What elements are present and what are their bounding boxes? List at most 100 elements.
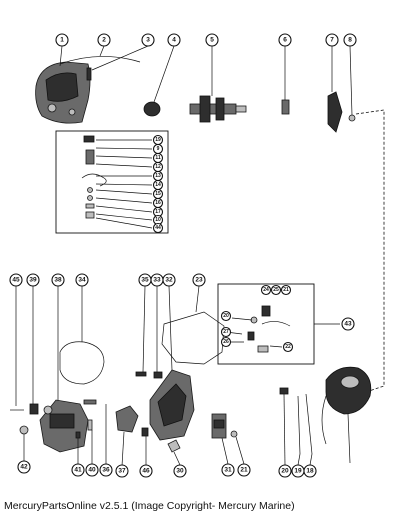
callout-number: 45 [12,277,20,284]
callout-32: 32 [162,273,176,287]
callout-number: 1 [60,37,64,44]
callout-number: 33 [153,277,161,284]
callout-23: 23 [192,273,206,287]
callout-1: 1 [55,33,69,47]
part-40-link [83,399,97,405]
part-19-wire [305,393,313,455]
callout-19: 19 [152,134,164,146]
callout-16: 16 [152,197,164,209]
callout-30: 30 [173,464,187,478]
parts-detail-box [55,130,169,234]
part-6-bushing [281,99,290,115]
callout-8: 8 [343,33,357,47]
part-4-bearing [143,101,161,117]
callout-number: 4 [172,37,176,44]
detail-box-parts [81,135,107,219]
part-8-screw [348,114,356,122]
part-20-wire [297,395,301,455]
callout-number: 31 [224,467,232,474]
callout-number: 19 [155,137,161,143]
part-21-grommet [279,387,289,395]
callout-number: 7 [330,37,334,44]
part-36-pump [115,405,139,433]
callout-46: 46 [139,464,153,478]
part-42-pin [75,431,81,439]
callout-number: 27 [223,329,229,335]
part-5-crankshaft [189,95,247,123]
part-41-spring [87,419,93,431]
callout-number: 46 [142,468,150,475]
callout-40: 40 [85,463,99,477]
callout-15: 15 [152,188,164,200]
callout-number: 40 [88,467,96,474]
detail-box-22-parts [225,305,291,353]
callout-number: 42 [20,464,28,471]
callout-number: 37 [118,468,126,475]
callout-number: 13 [155,173,161,179]
callout-36: 36 [99,463,113,477]
callout-19: 19 [291,464,305,478]
part-45-clip [29,403,39,415]
callout-number: 19 [294,468,302,475]
part-2-pin [86,67,92,81]
callout-22: 22 [282,341,294,353]
callout-20: 20 [220,310,232,322]
part-34-screw [135,371,147,377]
callout-number: 2 [102,37,106,44]
callout-number: 11 [155,155,161,161]
detail-box-leaders [95,139,153,229]
callout-25: 25 [270,284,282,296]
part-46-fitting [167,439,181,453]
callout-20: 20 [278,464,292,478]
callout-number: 22 [285,344,291,350]
part-32-gasket [161,311,225,365]
callout-number: 21 [283,287,289,293]
callout-number: 25 [273,287,279,293]
callout-21: 21 [280,284,292,296]
callout-number: 5 [210,37,214,44]
callout-number: 17 [155,209,161,215]
callout-33: 33 [150,273,164,287]
callout-number: 15 [155,191,161,197]
part-31-clip [230,430,238,438]
part-38-gasket [59,341,105,385]
callout-34: 34 [75,273,89,287]
image-caption: MercuryPartsOnline v2.5.1 (Image Copyrig… [4,500,295,512]
callout-number: 16 [155,200,161,206]
callout-number: 38 [54,277,62,284]
callout-number: 24 [263,287,269,293]
callout-3: 3 [141,33,155,47]
callout-18: 18 [303,464,317,478]
callout-number: 20 [223,313,229,319]
exploded-parts-diagram: 1234567819911121314151617104445393834353… [9,33,385,478]
callout-17: 17 [152,206,164,218]
part-3-cable [59,56,141,65]
part-37-plug [141,427,149,437]
callout-number: 34 [78,277,86,284]
callout-number: 44 [155,225,161,231]
callout-number: 3 [146,37,150,44]
callout-number: 12 [155,164,161,170]
callout-number: 6 [283,37,287,44]
callout-number: 23 [195,277,203,284]
part-7-lever [327,91,343,133]
leader-lines [15,45,353,467]
callout-21: 21 [237,463,251,477]
part-1-flywheel-housing [35,61,91,124]
part-35-screw [153,371,163,379]
callout-11: 11 [152,152,164,164]
callout-24: 24 [260,284,272,296]
callout-44: 44 [152,222,164,234]
part-30-ignition-coil [211,413,227,439]
callout-45: 45 [9,273,23,287]
callout-number: 8 [348,37,352,44]
callout-4: 4 [167,33,181,47]
callout-number: 30 [176,468,184,475]
callout-14: 14 [152,179,164,191]
callout-number: 41 [74,467,82,474]
part-18-stator [321,366,372,445]
callout-number: 36 [102,467,110,474]
part-39-carburetor [39,399,89,453]
callout-27: 27 [220,326,232,338]
